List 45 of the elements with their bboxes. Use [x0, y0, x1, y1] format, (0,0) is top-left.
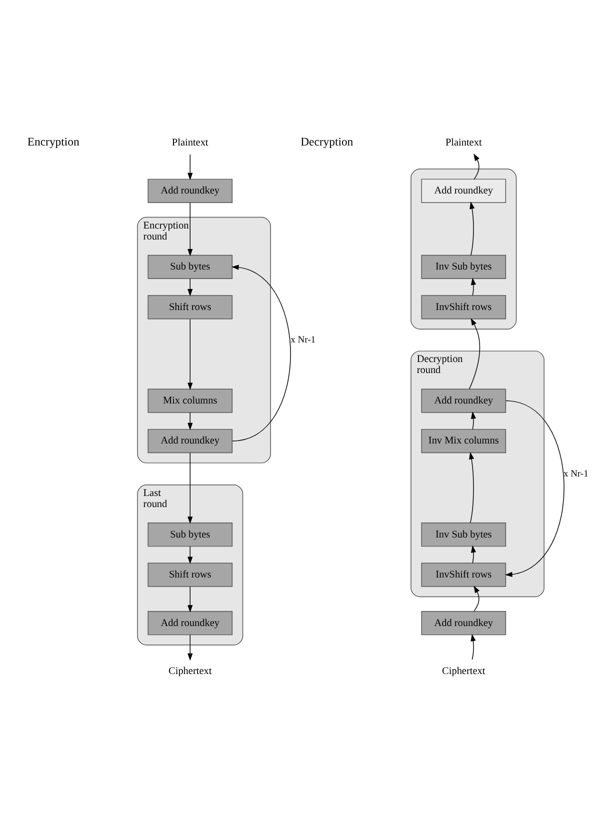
node-text: Ciphertext — [168, 666, 212, 678]
arrow — [474, 586, 480, 612]
node-text: Plaintext — [445, 137, 482, 148]
arrow — [470, 278, 476, 296]
node-box: Mix columns — [148, 388, 233, 413]
node-box: Add roundkey — [421, 388, 506, 413]
node-box: Sub bytes — [148, 254, 233, 280]
node-box: Add roundkey — [148, 178, 233, 203]
arrow — [470, 634, 476, 660]
edge-label: x Nr-1 — [290, 336, 316, 346]
arrow — [504, 400, 564, 578]
arrow — [474, 154, 480, 180]
arrow — [188, 586, 193, 612]
arrow — [188, 278, 193, 296]
node-box: Add roundkey — [148, 428, 233, 454]
arrow — [188, 412, 193, 430]
node-box: Inv Mix columns — [421, 428, 506, 454]
arrow — [188, 318, 193, 390]
node-box: Shift rows — [148, 295, 233, 320]
arrow — [468, 318, 480, 390]
arrow — [231, 264, 291, 442]
arrow — [470, 202, 475, 256]
cluster — [410, 168, 517, 330]
node-box: InvShift rows — [421, 295, 506, 320]
label: Decryption — [300, 135, 354, 148]
arrow — [188, 546, 193, 564]
node-box: Shift rows — [148, 562, 233, 587]
arrow — [470, 545, 476, 564]
node-text: Plaintext — [172, 137, 208, 148]
node-box: Add roundkey — [148, 611, 233, 636]
node-box: Add roundkey — [421, 178, 506, 203]
arrow — [188, 634, 193, 661]
arrow — [188, 202, 193, 256]
node-box: Add roundkey — [421, 611, 506, 636]
node-box: Sub bytes — [148, 522, 233, 547]
node-box: Inv Sub bytes — [421, 254, 506, 280]
arrow — [188, 154, 193, 180]
label: Encryption — [27, 135, 80, 148]
node-box: Inv Sub bytes — [421, 522, 506, 547]
arrow — [188, 452, 193, 524]
arrow — [469, 452, 474, 524]
arrow — [470, 411, 476, 430]
node-box: InvShift rows — [421, 562, 506, 587]
edge-label: x Nr-1 — [563, 469, 588, 480]
node-text: Ciphertext — [442, 666, 486, 678]
